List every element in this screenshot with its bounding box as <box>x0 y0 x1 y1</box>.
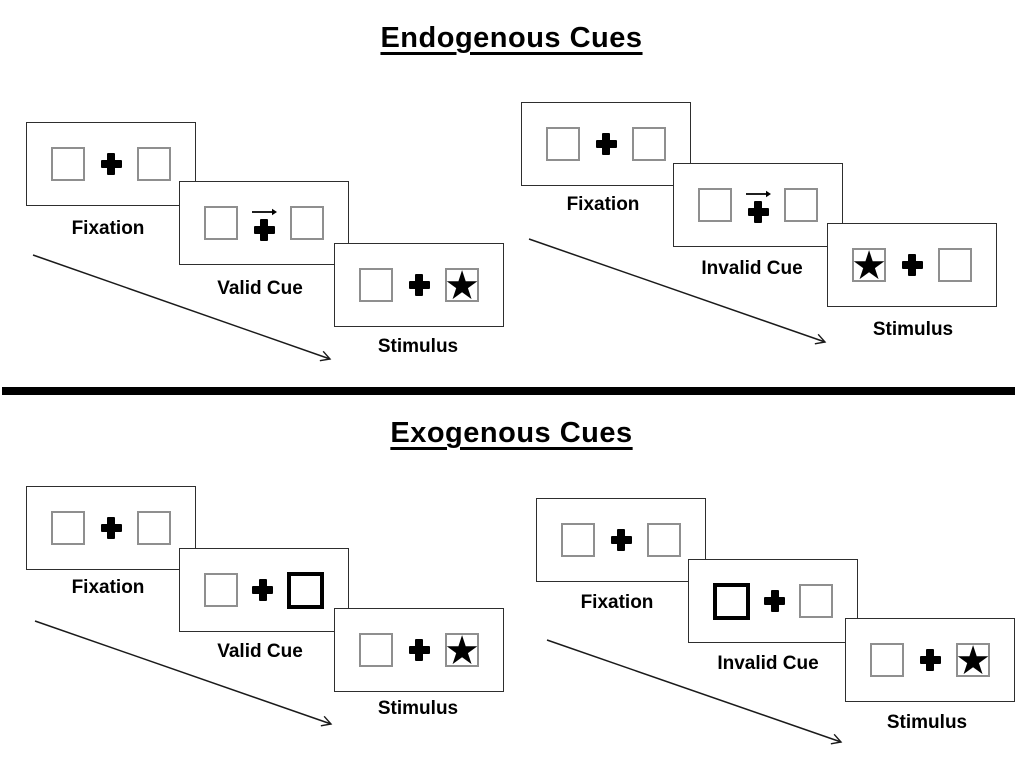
left-placeholder-box <box>359 633 393 667</box>
fixation-cross-icon <box>764 590 785 612</box>
fixation-cross-icon <box>901 254 923 276</box>
fixation-card <box>521 102 691 186</box>
valid-cue-card <box>179 181 349 265</box>
fixation-cross-icon <box>919 649 941 671</box>
left-placeholder-box <box>204 573 238 607</box>
right-placeholder-box <box>290 206 324 240</box>
invalid-cue-label: Invalid Cue <box>717 653 819 674</box>
stimulus-card: ★ <box>334 608 504 692</box>
left-placeholder-box <box>51 147 85 181</box>
valid-cue-label: Valid Cue <box>217 641 303 662</box>
valid-cue-label: Valid Cue <box>217 278 303 299</box>
stimulus-label: Stimulus <box>872 319 954 340</box>
fixation-label: Fixation <box>580 592 654 613</box>
star-icon: ★ <box>851 243 887 289</box>
right-placeholder-box <box>137 147 171 181</box>
left-placeholder-box <box>698 188 732 222</box>
fixation-cross-icon <box>253 218 275 241</box>
stimulus-label: Stimulus <box>377 336 459 357</box>
invalid-cue-card <box>673 163 843 247</box>
fixation-cross-icon <box>747 200 769 223</box>
section-divider <box>2 387 1015 395</box>
right-target-box: ★ <box>955 641 991 681</box>
left-placeholder-box <box>51 511 85 545</box>
stimulus-card: ★ <box>827 223 997 307</box>
invalid-cue-card <box>688 559 858 643</box>
fixation-cross-icon <box>252 579 273 601</box>
fixation-card <box>536 498 706 582</box>
invalid-cue-label: Invalid Cue <box>701 258 803 279</box>
stimulus-card: ★ <box>845 618 1015 702</box>
valid-cue-card <box>179 548 349 632</box>
sequence-arrow-endogenous-valid <box>32 254 332 362</box>
fixation-label: Fixation <box>566 194 640 215</box>
left-placeholder-box <box>561 523 595 557</box>
fixation-cross-icon <box>100 153 122 175</box>
stimulus-card: ★ <box>334 243 504 327</box>
star-icon: ★ <box>444 628 480 674</box>
fixation-cross-icon <box>100 517 122 539</box>
right-target-box: ★ <box>444 266 480 306</box>
right-highlight-cue-box <box>287 571 324 609</box>
left-highlight-cue-box <box>713 582 750 620</box>
fixation-label: Fixation <box>71 218 145 239</box>
right-placeholder-box <box>784 188 818 222</box>
right-placeholder-box <box>137 511 171 545</box>
star-icon: ★ <box>955 638 991 684</box>
fixation-cross-icon <box>408 274 430 296</box>
right-placeholder-box <box>938 248 972 282</box>
right-placeholder-box <box>647 523 681 557</box>
sequence-arrow-exogenous-valid <box>34 620 333 727</box>
left-placeholder-box <box>359 268 393 302</box>
fixation-card <box>26 486 196 570</box>
left-placeholder-box <box>546 127 580 161</box>
left-target-box: ★ <box>851 246 887 286</box>
star-icon: ★ <box>444 263 480 309</box>
cue-arrow-right-icon <box>251 208 277 215</box>
fixation-label: Fixation <box>71 577 145 598</box>
left-placeholder-box <box>204 206 238 240</box>
endogenous-section-title: Endogenous Cues <box>380 22 643 54</box>
right-placeholder-box <box>799 584 833 618</box>
fixation-card <box>26 122 196 206</box>
left-placeholder-box <box>870 643 904 677</box>
right-placeholder-box <box>632 127 666 161</box>
stimulus-label: Stimulus <box>886 712 968 733</box>
fixation-cross-icon <box>610 529 632 551</box>
fixation-cross-icon <box>595 133 617 155</box>
stimulus-label: Stimulus <box>377 698 459 719</box>
fixation-cross-icon <box>408 639 430 661</box>
cue-arrow-right-icon <box>745 190 771 197</box>
exogenous-section-title: Exogenous Cues <box>390 417 633 449</box>
right-target-box: ★ <box>444 631 480 671</box>
sequence-arrow-endogenous-invalid <box>528 238 827 345</box>
